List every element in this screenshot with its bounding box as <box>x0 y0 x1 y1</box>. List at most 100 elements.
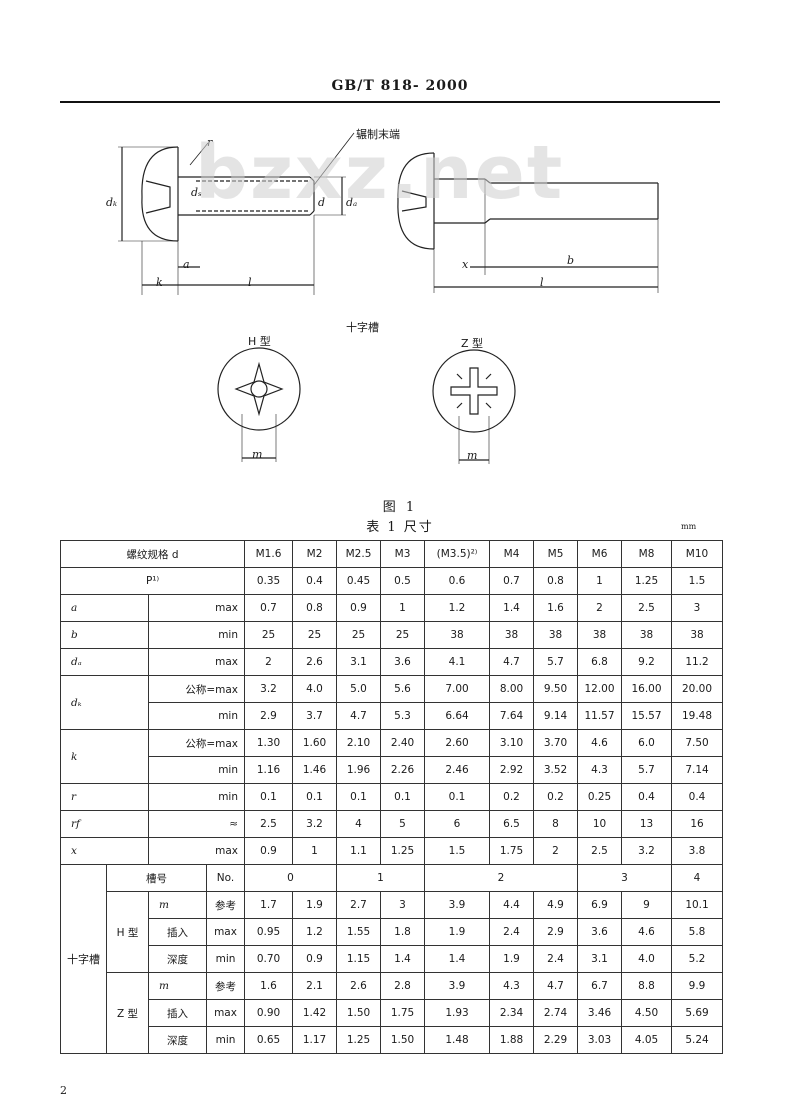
value-cell: 1.50 <box>336 999 382 1027</box>
value-cell: M8 <box>621 540 673 568</box>
value-cell: 2.9 <box>244 702 294 730</box>
qualifier-cell: ≈ <box>147 810 246 838</box>
value-cell: 2.34 <box>489 999 535 1027</box>
qualifier-cell: 参考 <box>205 891 246 919</box>
symbol-cell: a <box>60 594 149 622</box>
value-cell: 9.14 <box>533 702 579 730</box>
value-cell: M10 <box>671 540 724 568</box>
value-cell: 6.9 <box>577 891 623 919</box>
value-cell: 4 <box>336 810 382 838</box>
value-cell: 20.00 <box>671 675 724 703</box>
value-cell: 25 <box>244 621 294 649</box>
value-cell: 2.40 <box>380 729 426 757</box>
qualifier-cell: min <box>205 1026 246 1054</box>
value-cell: 1.46 <box>292 756 338 784</box>
value-cell: 1.4 <box>424 945 491 973</box>
value-cell: 7.14 <box>671 756 724 784</box>
value-cell: 7.64 <box>489 702 535 730</box>
table-unit: mm <box>681 522 697 531</box>
value-cell: 0.95 <box>244 918 294 946</box>
symbol-cell: rf <box>60 810 149 838</box>
value-cell: 6 <box>424 810 491 838</box>
label-x: x <box>462 258 469 271</box>
qualifier-cell: max <box>147 648 246 676</box>
value-cell: 0.8 <box>533 567 579 595</box>
value-cell: 0.1 <box>336 783 382 811</box>
qualifier-cell: min <box>205 945 246 973</box>
value-cell: 1.25 <box>380 837 426 865</box>
value-cell: 1.9 <box>489 945 535 973</box>
value-cell: 1.75 <box>380 999 426 1027</box>
label-da: dₐ <box>346 196 358 209</box>
value-cell: 1.5 <box>424 837 491 865</box>
value-cell: 38 <box>577 621 623 649</box>
value-cell: 0.9 <box>292 945 338 973</box>
value-cell: M4 <box>489 540 535 568</box>
qualifier-cell: max <box>205 999 246 1027</box>
qualifier-cell: min <box>147 783 246 811</box>
cross-recess-group-cell: 十字槽 <box>60 864 107 1054</box>
qualifier-cell: min <box>147 621 246 649</box>
value-cell: 5.7 <box>621 756 673 784</box>
value-cell: 4.3 <box>489 972 535 1000</box>
value-cell: 3.1 <box>577 945 623 973</box>
recess-z-drawing <box>432 349 516 464</box>
value-cell: 2.6 <box>292 648 338 676</box>
value-cell: 4.7 <box>489 648 535 676</box>
value-cell: 19.48 <box>671 702 724 730</box>
qualifier-cell: max <box>205 918 246 946</box>
symbol-cell: r <box>60 783 149 811</box>
value-cell: 5.69 <box>671 999 724 1027</box>
value-cell: 1 <box>577 567 623 595</box>
value-cell: 3.03 <box>577 1026 623 1054</box>
value-cell: 1.96 <box>336 756 382 784</box>
value-cell: 12.00 <box>577 675 623 703</box>
header-label-cell: 螺纹规格 d <box>59 540 246 568</box>
value-cell: 0.1 <box>244 783 294 811</box>
value-cell: 0.70 <box>244 945 294 973</box>
value-cell: 5 <box>380 810 426 838</box>
value-cell: 6.5 <box>489 810 535 838</box>
value-cell: 3 <box>380 891 426 919</box>
value-cell: 9.9 <box>671 972 724 1000</box>
value-cell: 3.9 <box>424 972 491 1000</box>
figure-caption: 图 1 <box>382 500 418 515</box>
value-cell: 2.46 <box>424 756 491 784</box>
value-cell: 2.92 <box>489 756 535 784</box>
value-cell: 7.50 <box>671 729 724 757</box>
value-cell: 0.7 <box>489 567 535 595</box>
value-cell: 2.7 <box>336 891 382 919</box>
value-cell: 2.60 <box>424 729 491 757</box>
value-cell: 3.9 <box>424 891 491 919</box>
value-cell: 4.1 <box>424 648 491 676</box>
value-cell: 15.57 <box>621 702 673 730</box>
value-cell: 0.9 <box>244 837 294 865</box>
label-ds: dₛ <box>191 186 202 199</box>
recess-h-drawing <box>217 347 301 462</box>
value-cell: 2.29 <box>533 1026 579 1054</box>
value-cell: 25 <box>380 621 426 649</box>
label-k: k <box>156 276 163 289</box>
qualifier-cell: max <box>147 837 246 865</box>
value-cell: 6.8 <box>577 648 623 676</box>
m-symbol-cell: m <box>148 972 207 1000</box>
value-cell: 38 <box>621 621 673 649</box>
value-cell: 1.15 <box>336 945 382 973</box>
slot-no-cell: 3 <box>577 864 673 892</box>
value-cell: 5.6 <box>380 675 426 703</box>
value-cell: 1.2 <box>292 918 338 946</box>
value-cell: 1.7 <box>244 891 294 919</box>
value-cell: 2.8 <box>380 972 426 1000</box>
value-cell: 3.6 <box>577 918 623 946</box>
value-cell: 2.6 <box>336 972 382 1000</box>
value-cell: 2 <box>244 648 294 676</box>
qualifier-cell: min <box>147 702 246 730</box>
